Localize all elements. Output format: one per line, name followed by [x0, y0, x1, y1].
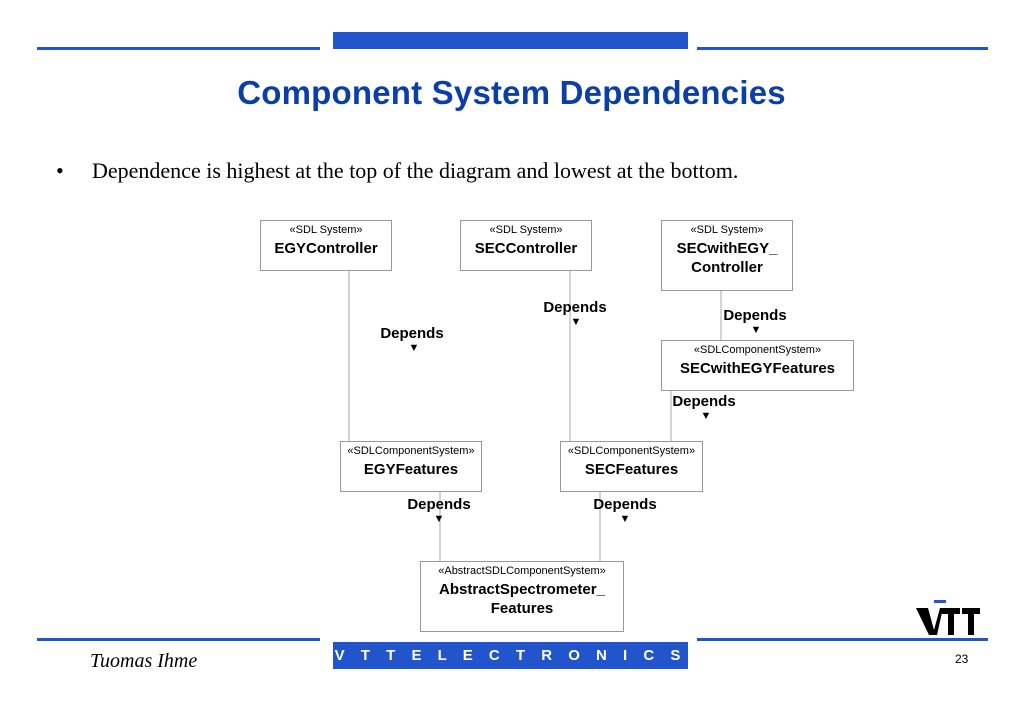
box-name-line1: SECwithEGY_: [676, 240, 778, 257]
bullet-item: • Dependence is highest at the top of the…: [56, 158, 738, 184]
down-arrow-icon: ▼: [750, 324, 762, 336]
box-name-line2: Features: [490, 600, 554, 617]
footer-author: Tuomas Ihme: [90, 650, 198, 672]
box-egy-features: «SDLComponentSystem» EGYFeatures: [340, 441, 482, 492]
bullet-marker: •: [56, 158, 64, 183]
header-band: [333, 32, 688, 49]
depends-label-secegy-controller: Depends ▼: [715, 307, 795, 336]
box-name: SECwithEGYFeatures: [679, 360, 836, 377]
box-abstract-spectrometer-features: «AbstractSDLComponentSystem» AbstractSpe…: [420, 561, 624, 632]
box-stereotype: «SDL System»: [690, 224, 764, 236]
box-stereotype: «SDL System»: [489, 224, 563, 236]
depends-label-sec: Depends ▼: [535, 299, 615, 328]
depends-text: Depends: [407, 496, 471, 513]
box-stereotype: «SDLComponentSystem»: [567, 445, 696, 457]
box-stereotype: «SDLComponentSystem»: [693, 344, 822, 356]
depends-label-egy: Depends ▼: [372, 325, 452, 354]
depends-text: Depends: [593, 496, 657, 513]
vtt-logo-mark: [916, 600, 980, 635]
depends-label-sec-features: Depends ▼: [585, 496, 665, 525]
page-number: 23: [955, 652, 969, 666]
header-rule-left: [37, 47, 320, 50]
box-stereotype: «AbstractSDLComponentSystem»: [438, 565, 606, 577]
box-name: SECFeatures: [584, 461, 679, 478]
down-arrow-icon: ▼: [570, 316, 582, 328]
footer-rule-right: [697, 638, 988, 641]
bullet-text: Dependence is highest at the top of the …: [92, 158, 739, 183]
depends-text: Depends: [380, 325, 444, 342]
footer-rule-left: [37, 638, 320, 641]
depends-text: Depends: [672, 393, 736, 410]
down-arrow-icon: ▼: [619, 513, 631, 525]
vtt-logo: [912, 600, 984, 641]
box-egy-controller: «SDL System» EGYController: [260, 220, 392, 271]
depends-label-egy-features: Depends ▼: [399, 496, 479, 525]
box-sec-controller: «SDL System» SECController: [460, 220, 592, 271]
slide-title: Component System Dependencies: [237, 74, 786, 111]
box-name: EGYController: [274, 240, 378, 257]
box-name-line1: AbstractSpectrometer_: [439, 581, 605, 598]
box-name: EGYFeatures: [363, 461, 459, 478]
down-arrow-icon: ▼: [408, 342, 420, 354]
depends-text: Depends: [723, 307, 787, 324]
box-stereotype: «SDLComponentSystem»: [347, 445, 475, 457]
box-sec-with-egy-controller: «SDL System» SECwithEGY_ Controller: [661, 220, 793, 291]
box-sec-features: «SDLComponentSystem» SECFeatures: [560, 441, 703, 492]
box-stereotype: «SDL System»: [289, 224, 363, 236]
depends-label-secegy-features: Depends ▼: [664, 393, 744, 422]
down-arrow-icon: ▼: [433, 513, 445, 525]
depends-text: Depends: [543, 299, 607, 316]
footer-company-band: V T T E L E C T R O N I C S: [333, 642, 688, 669]
header-rule-right: [697, 47, 988, 50]
box-sec-with-egy-features: «SDLComponentSystem» SECwithEGYFeatures: [661, 340, 854, 391]
down-arrow-icon: ▼: [700, 410, 712, 422]
box-name-line2: Controller: [691, 259, 763, 276]
box-name: SECController: [474, 240, 578, 257]
